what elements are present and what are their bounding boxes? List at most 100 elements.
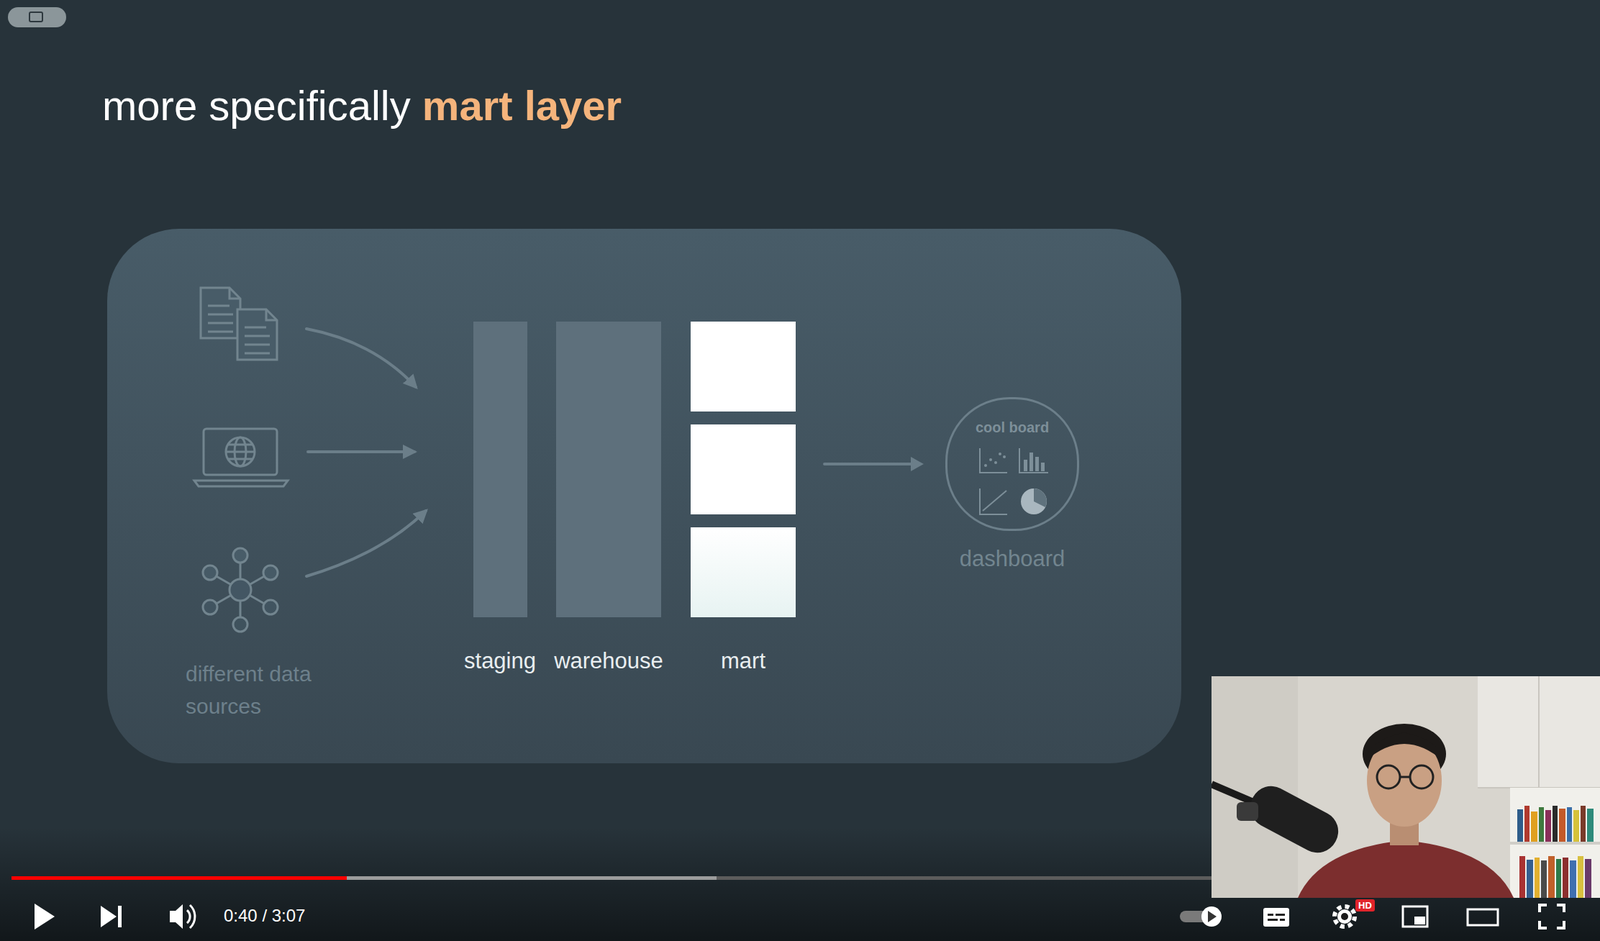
svg-path [194,480,288,487]
svg-circle [229,579,252,601]
dashboard-chart-icons [947,399,1082,534]
svg-rect [1414,916,1426,925]
svg-circle [1002,455,1006,459]
title-word: specifically [208,82,411,129]
svg-path [979,488,1008,515]
corner-pill [7,7,67,28]
svg-rect [1584,858,1592,898]
svg-rect [1566,807,1572,842]
svg-rect [1526,859,1534,898]
svg-path [306,510,426,577]
source-arrows [306,328,426,577]
layer-band-node: warehouse [553,321,664,675]
svg-circle [998,452,1002,456]
svg-rect [1569,860,1577,898]
svg-path [306,328,416,388]
svg-circle [263,565,278,580]
svg-path [207,305,234,332]
svg-path [979,448,1008,473]
svg-path [307,450,415,454]
svg-rect [1577,856,1584,898]
svg-path [187,905,195,929]
svg-path [200,287,241,339]
svg-rect [1538,807,1544,842]
svg-path [1365,732,1444,762]
svg-circle [233,617,248,632]
svg-path [1477,676,1600,788]
connector-line [824,462,916,466]
svg-circle [1020,488,1047,515]
svg-circle [994,461,998,465]
dashboard-node: cool board dashboard [945,397,1080,572]
svg-rect [1211,676,1298,898]
arrow-head [910,456,924,472]
diagram-panel [107,228,1182,764]
svg-rect [1573,810,1580,842]
svg-rect [1467,909,1498,926]
svg-rect [1041,462,1045,472]
svg-rect [1517,809,1524,842]
svg-circle [1337,909,1352,924]
svg-rect [1587,808,1594,842]
svg-rect [1510,841,1600,845]
dashboard-label: dashboard [959,545,1066,572]
hd-badge: HD [1355,899,1375,912]
svg-path [1400,776,1411,779]
svg-rect [1211,676,1600,898]
svg-rect [1029,452,1034,472]
svg-rect [1548,856,1555,898]
svg-g [979,448,1049,515]
source-caption: different data sources [185,657,359,723]
svg-rect [1035,456,1039,472]
svg-path [225,444,255,459]
mart-layer-node: mart [690,321,796,675]
svg-path [244,327,270,354]
svg-polygon [34,903,55,930]
svg-rect [1023,459,1028,472]
svg-circle [1376,765,1400,789]
svg-circle [989,458,993,462]
svg-path [1019,448,1049,473]
svg-circle [202,565,218,580]
slide-title: more specifically mart layer [102,80,622,131]
layer-label: warehouse [553,647,664,675]
svg-circle [1341,912,1349,921]
time-display: 0:40 / 3:07 [223,905,306,926]
svg-circle [1201,906,1222,927]
connector-arrow [824,456,924,472]
layer-band-node: staging [464,321,536,675]
title-highlight: layer [524,82,622,129]
svg-rect [1552,805,1558,842]
layer-label: mart [720,647,766,675]
svg-rect [1580,805,1586,842]
svg-circle [1410,765,1434,789]
svg-circle [263,600,278,615]
svg-circle [233,548,248,563]
svg-rect [1263,907,1290,927]
svg-path [1297,840,1514,898]
svg-rect [203,428,277,475]
title-highlight: mart [422,82,513,129]
layer-band [556,321,662,618]
dashboard-circle: cool board [945,397,1080,531]
svg-rect [1267,918,1278,921]
player-controls [34,903,1565,930]
svg-rect [1519,856,1526,898]
svg-polygon [1207,910,1217,923]
documents-icon [200,287,277,360]
network-icon [202,548,278,632]
progress-buffer [11,876,717,880]
svg-rect [1275,913,1285,916]
webcam-view [1211,676,1600,898]
progress-played [11,876,347,880]
mart-box [690,424,796,515]
svg-rect [1558,808,1566,842]
svg-rect [1541,860,1547,898]
svg-circle [225,437,255,467]
svg-rect [1524,805,1530,842]
mart-stack [690,321,796,618]
svg-path [1539,905,1565,929]
mart-box [690,527,796,618]
